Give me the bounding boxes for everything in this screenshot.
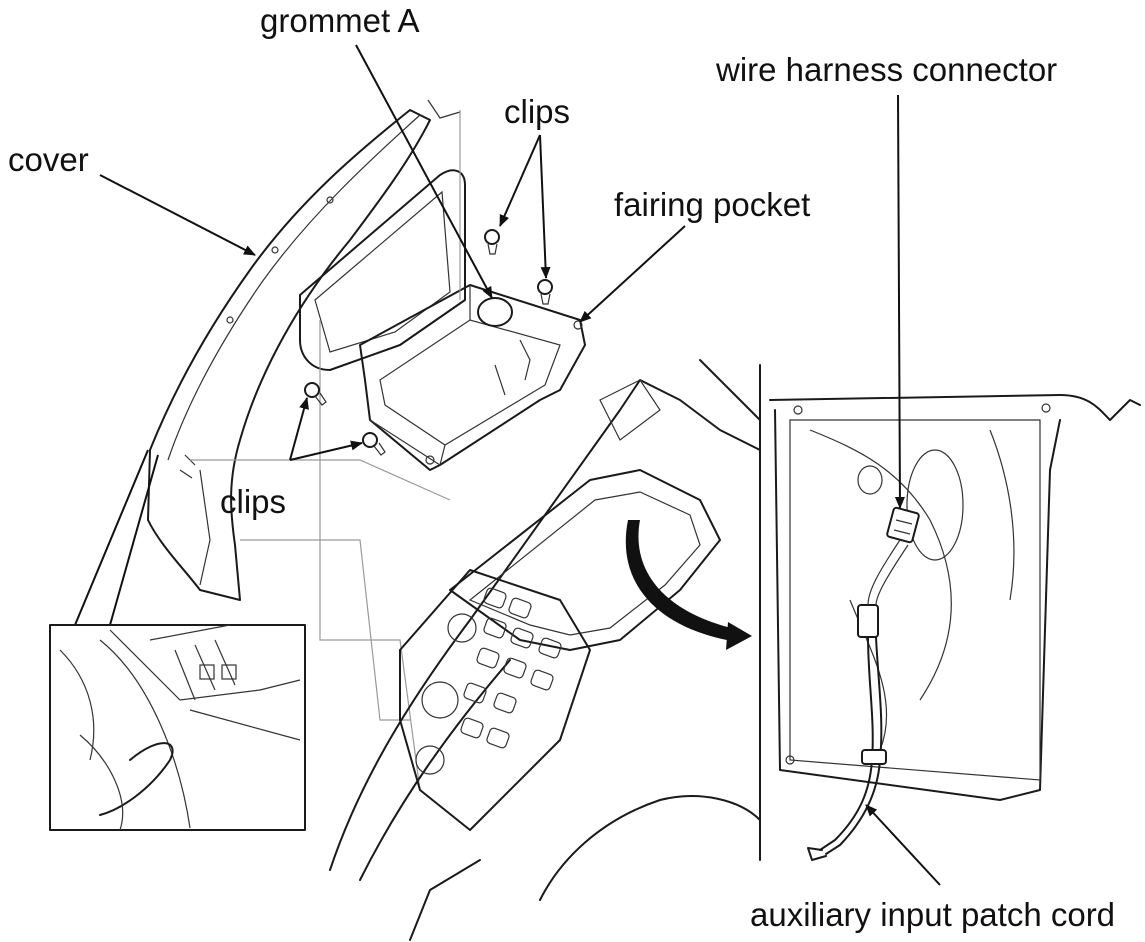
clips-left-label: clips [220,483,287,520]
fairing-pocket-part [299,169,586,471]
clips-parts [304,229,553,456]
wire-harness-connector [886,506,920,544]
clip-icon [304,382,327,406]
callout-leaders [99,44,941,886]
clip-icon [537,279,553,305]
cover-part [147,99,461,601]
patch-cord-label: auxiliary input patch cord [750,896,1116,933]
fairing-pocket-label: fairing pocket [614,186,811,223]
grommet-label: grommet A [260,2,420,39]
clip-icon [362,432,386,456]
placement-guide-lines [190,110,461,791]
detail-inset [49,449,306,831]
patch-cord [807,539,909,861]
connector-detail-panel [759,364,1141,861]
control-buttons [415,587,562,775]
wire-harness-label: wire harness connector [716,51,1058,88]
motion-arrow [625,520,752,650]
clip-icon [484,229,500,255]
cover-label: cover [8,141,89,178]
console-body [329,359,761,941]
clips-top-label: clips [504,93,571,130]
